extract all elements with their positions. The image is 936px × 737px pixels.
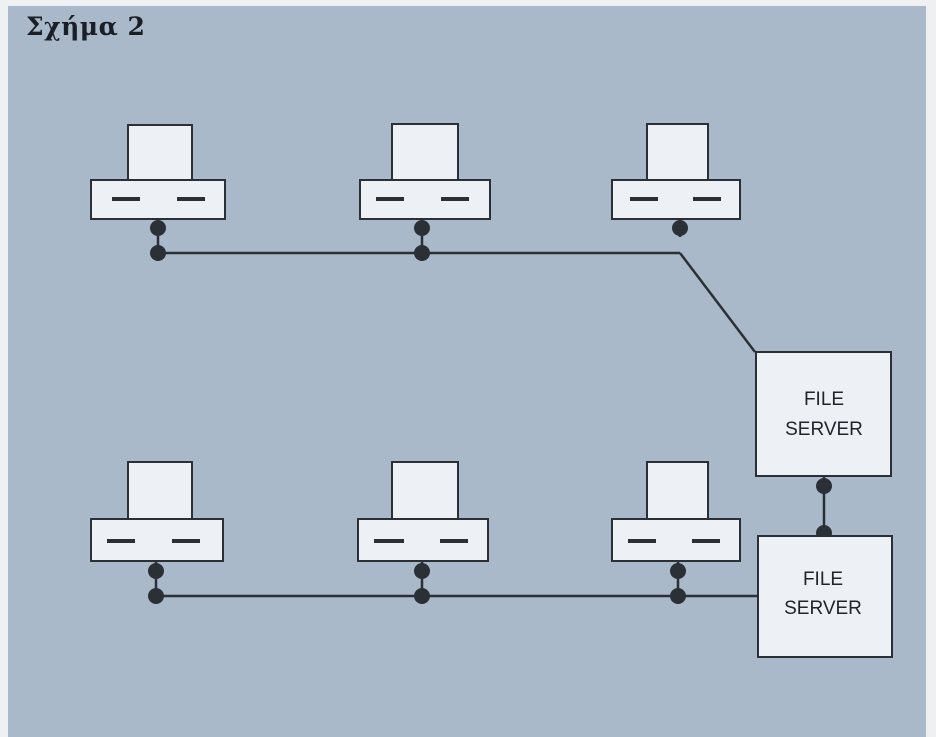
workstation-top-3 xyxy=(611,123,741,220)
upper-server: FILE SERVER xyxy=(755,351,892,477)
server-box xyxy=(755,351,892,477)
workstation-top-1 xyxy=(90,124,226,220)
top-to-server-link xyxy=(679,252,756,353)
node-dot xyxy=(816,478,832,494)
diagram-title: Σχήμα 2 xyxy=(26,12,146,41)
workstation-bottom-3 xyxy=(611,461,741,562)
node-dot xyxy=(414,563,430,579)
node-dot xyxy=(148,588,164,604)
node-dot xyxy=(148,563,164,579)
bottom-network xyxy=(148,561,758,604)
server-box xyxy=(757,535,893,658)
node-dot xyxy=(414,245,430,261)
node-dot xyxy=(150,220,166,236)
node-dot xyxy=(670,588,686,604)
server-label-line-1: FILE xyxy=(804,389,844,410)
server-label-line-2: SERVER xyxy=(784,598,862,619)
server-label-line-1: FILE xyxy=(803,569,843,590)
lower-server: FILE SERVER xyxy=(757,535,893,658)
node-dot xyxy=(672,220,688,236)
computer-icon xyxy=(357,461,489,562)
server-label-line-2: SERVER xyxy=(785,419,863,440)
computer-icon xyxy=(611,461,741,562)
node-dot xyxy=(414,588,430,604)
workstation-bottom-1 xyxy=(90,461,224,562)
workstation-bottom-2 xyxy=(357,461,489,562)
server-link xyxy=(816,476,832,541)
computer-icon xyxy=(90,124,226,220)
node-dot xyxy=(414,220,430,236)
node-dot xyxy=(150,245,166,261)
computer-icon xyxy=(359,123,491,220)
computer-icon xyxy=(90,461,224,562)
top-network xyxy=(150,219,756,353)
node-dot xyxy=(670,563,686,579)
computer-icon xyxy=(611,123,741,220)
workstation-top-2 xyxy=(359,123,491,220)
